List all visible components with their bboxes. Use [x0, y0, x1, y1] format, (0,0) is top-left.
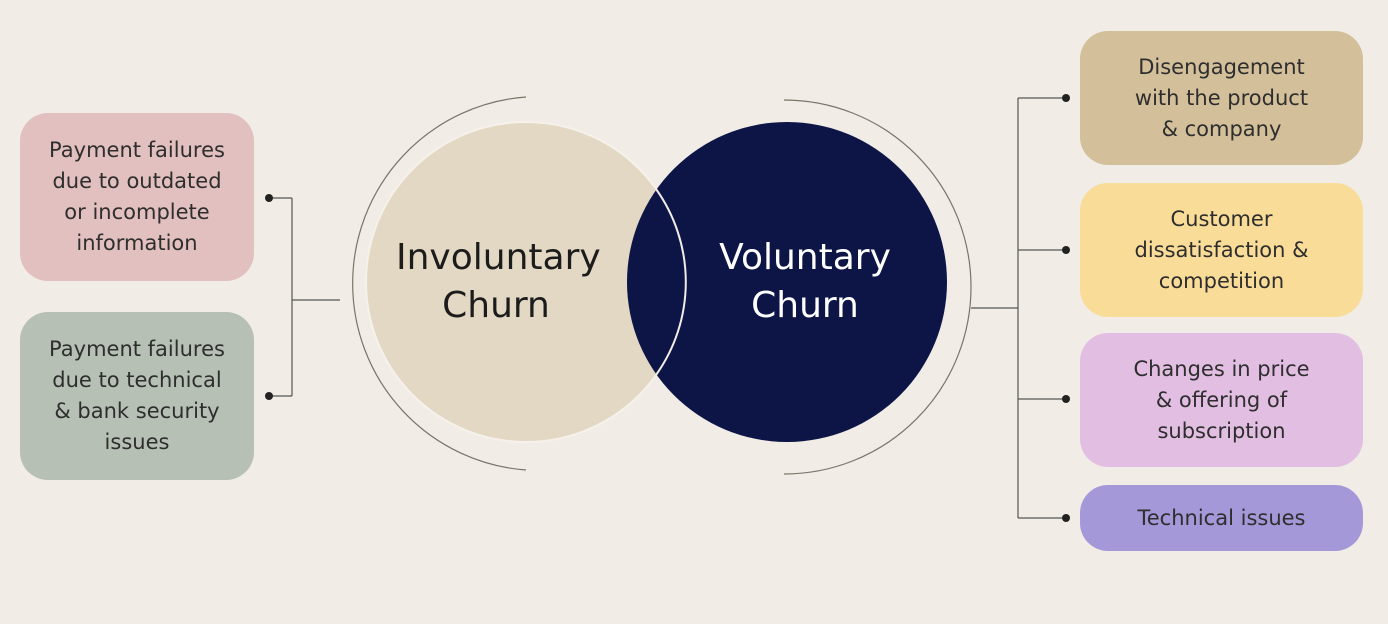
left-connector: [270, 197, 340, 397]
left-connector-dot-1: [265, 194, 273, 202]
cause-card-technical-bank-security: Payment failures due to technical & bank…: [20, 312, 254, 480]
cause-card-dissatisfaction: Customer dissatisfaction & competition: [1080, 183, 1363, 317]
right-connector-dot-2: [1062, 246, 1070, 254]
overlap-outline: [655, 188, 687, 376]
right-connector-dot-4: [1062, 514, 1070, 522]
voluntary-churn-circle: [627, 122, 947, 442]
involuntary-outer-arc: [352, 96, 527, 471]
right-connector-dot-1: [1062, 94, 1070, 102]
cause-card-technical-issues: Technical issues: [1080, 485, 1363, 551]
cause-card-outdated-info: Payment failures due to outdated or inco…: [20, 113, 254, 281]
voluntary-outer-arc: [783, 99, 972, 475]
left-connector-dot-2: [265, 392, 273, 400]
cause-card-price-changes: Changes in price & offering of subscript…: [1080, 333, 1363, 467]
cause-card-disengagement: Disengagement with the product & company: [1080, 31, 1363, 165]
voluntary-churn-label: Voluntary Churn: [719, 237, 891, 326]
right-connector-dot-3: [1062, 395, 1070, 403]
involuntary-churn-label: Involuntary Churn: [396, 237, 601, 326]
right-connector: [971, 97, 1065, 519]
